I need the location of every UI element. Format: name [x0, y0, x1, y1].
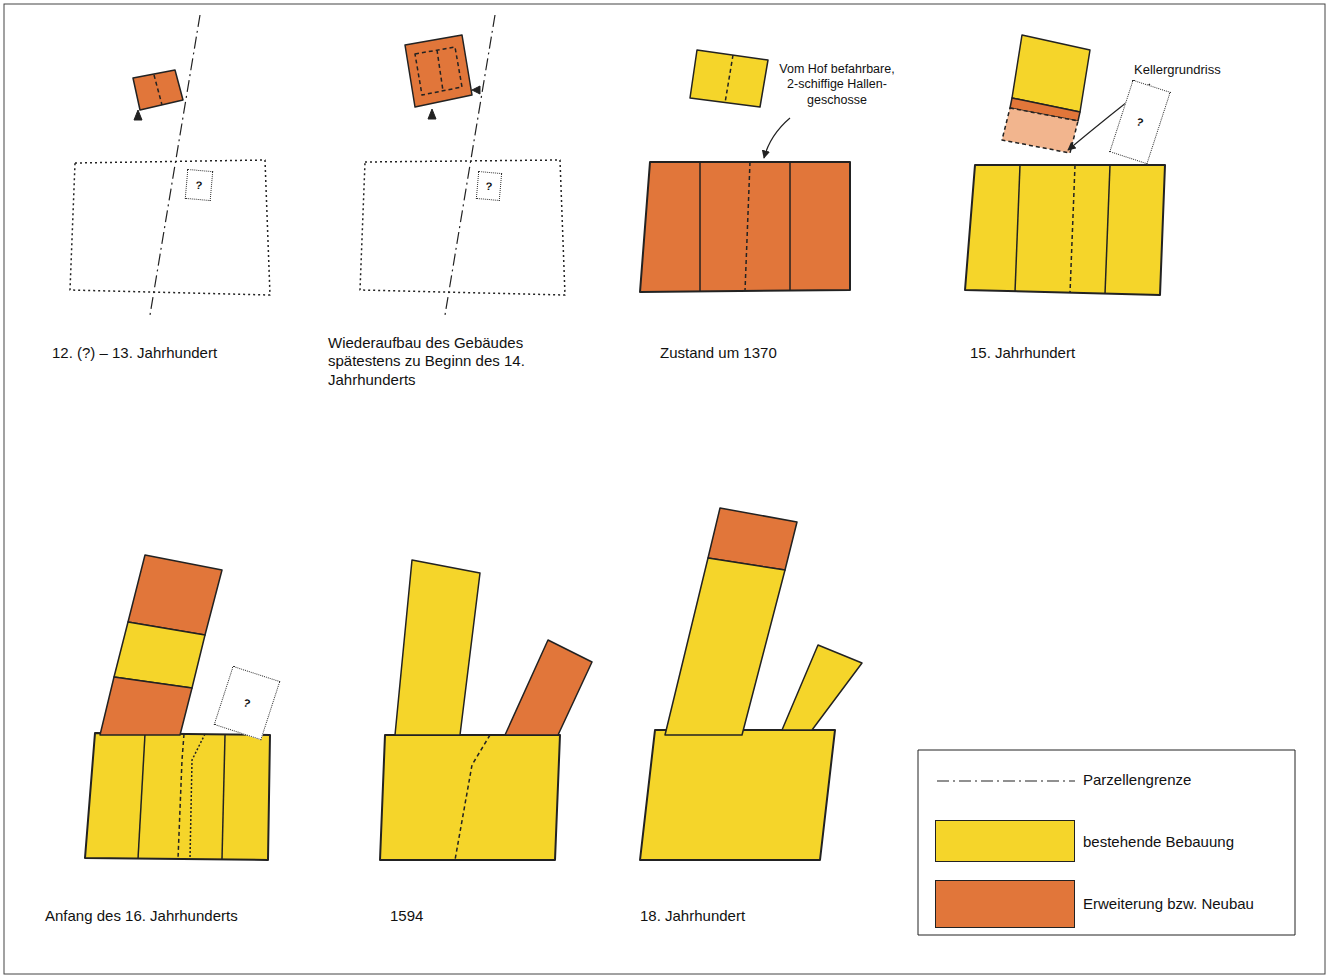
wall — [725, 55, 733, 103]
leader-line — [764, 118, 790, 158]
cellar-plan — [1002, 108, 1078, 153]
legend-box — [918, 750, 1295, 935]
wall — [138, 734, 145, 859]
parcel-outline — [70, 160, 270, 295]
question-mark: ? — [242, 697, 252, 710]
callout-text: Kellergrundriss — [1134, 62, 1244, 78]
wall — [1015, 165, 1020, 292]
legend-swatch — [935, 820, 1075, 862]
existing-building — [114, 622, 205, 688]
wall — [154, 75, 162, 105]
existing-building — [965, 165, 1165, 295]
entrance-mark — [472, 86, 480, 94]
period-caption: Wiederaufbau des Gebäudes spätestens zu … — [328, 334, 578, 389]
uncertain-building: ? — [214, 666, 281, 740]
wall — [222, 735, 225, 859]
extension — [128, 555, 222, 635]
existing-building — [782, 645, 862, 730]
question-mark: ? — [485, 180, 493, 192]
question-mark: ? — [1135, 116, 1145, 129]
wall — [437, 50, 443, 91]
existing-building — [690, 50, 768, 107]
period-caption: 18. Jahrhundert — [640, 907, 840, 925]
existing-building — [640, 730, 835, 860]
existing-building — [85, 733, 270, 860]
existing-building — [395, 560, 480, 735]
wall — [190, 734, 205, 859]
existing-building — [665, 558, 785, 735]
entrance-mark — [428, 109, 436, 119]
older-outline — [415, 47, 462, 95]
new-building — [133, 70, 183, 110]
legend-text: bestehende Bebauung — [1083, 833, 1234, 850]
parcel-border — [150, 15, 200, 315]
entrance-mark — [134, 110, 142, 120]
wall — [178, 734, 184, 859]
uncertain-building: ? — [185, 169, 214, 201]
period-caption: 1594 — [390, 907, 510, 925]
legend-text: Parzellengrenze — [1083, 771, 1191, 788]
period-caption: 15. Jahrhundert — [970, 344, 1170, 362]
legend-text: Erweiterung bzw. Neubau — [1083, 895, 1254, 912]
parcel-outline — [360, 160, 565, 295]
wall — [745, 162, 750, 291]
wall — [699, 162, 701, 291]
question-mark: ? — [195, 179, 203, 191]
wall — [455, 735, 490, 860]
new-building — [505, 640, 592, 735]
uncertain-building: ? — [476, 171, 502, 201]
period-caption: 12. (?) – 13. Jahrhundert — [52, 344, 312, 362]
wall — [789, 162, 791, 291]
wall — [1070, 165, 1075, 293]
extension — [100, 677, 192, 735]
frame — [4, 4, 1325, 974]
legend-swatch — [935, 880, 1075, 928]
rebuilt-building — [405, 35, 472, 107]
new-hall-building — [640, 162, 850, 292]
wall — [1105, 165, 1110, 294]
period-caption: Anfang des 16. Jahrhunderts — [45, 907, 305, 925]
uncertain-building: ? — [1109, 80, 1171, 165]
legend-line-sample — [937, 780, 1075, 781]
callout-text: Vom Hof befahrbare, 2-schiffige Hallen- … — [778, 62, 896, 108]
period-caption: Zustand um 1370 — [660, 344, 860, 362]
existing-building — [380, 735, 560, 860]
